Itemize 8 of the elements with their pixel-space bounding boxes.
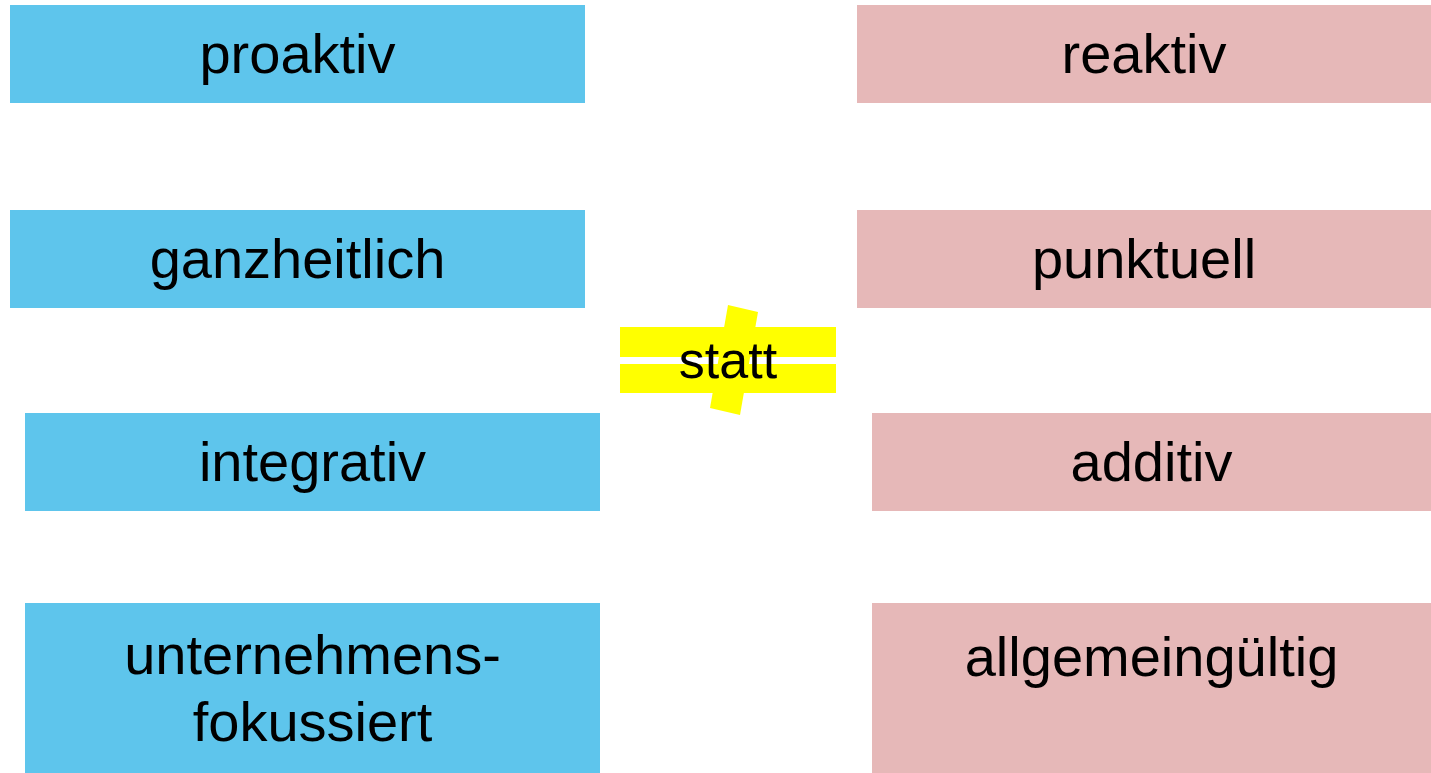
attribute-box: proaktiv (10, 5, 585, 103)
attribute-box: allgemeingültig (872, 603, 1431, 773)
attribute-box: integrativ (25, 413, 600, 511)
attribute-box: unternehmens- fokussiert (25, 603, 600, 773)
attribute-box: additiv (872, 413, 1431, 511)
attribute-box: reaktiv (857, 5, 1431, 103)
attribute-box: punktuell (857, 210, 1431, 308)
attribute-box: ganzheitlich (10, 210, 585, 308)
